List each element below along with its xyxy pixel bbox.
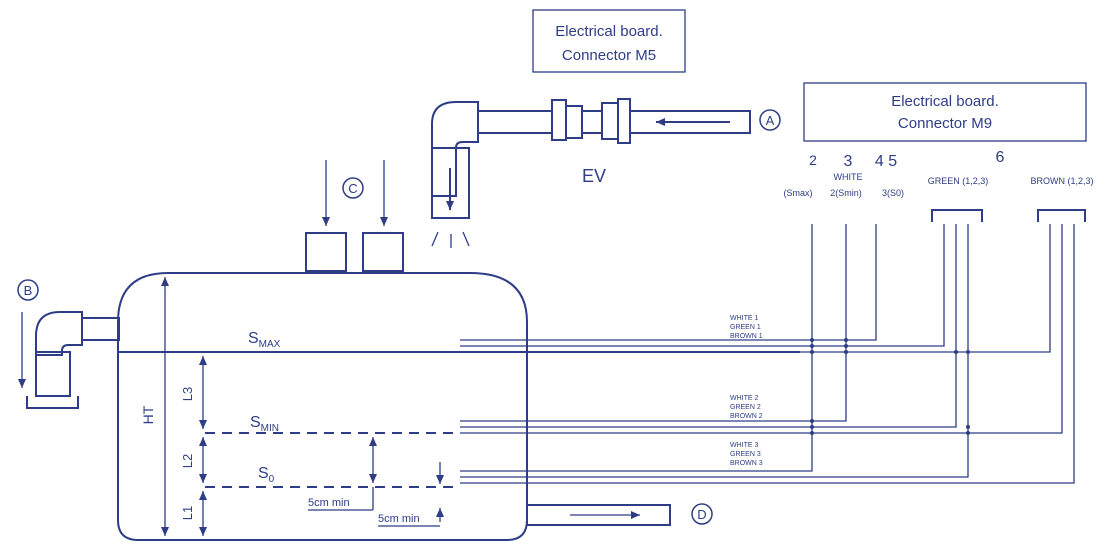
l3-label: L3 (180, 387, 195, 401)
smin-label: SMIN (250, 414, 279, 434)
sensor-box-1 (305, 232, 347, 272)
s0-label: S0 (258, 465, 275, 485)
wire-labels-group-1: WHITE 1 GREEN 1 BROWN 1 (730, 315, 763, 340)
pin-6-number: 6 (996, 149, 1005, 166)
dimension-l2: L2 (180, 437, 207, 483)
brown-terminal (1037, 209, 1086, 222)
dimension-l3: L3 (180, 356, 207, 429)
wiring (460, 209, 1086, 484)
dimension-ht: HT (140, 277, 169, 536)
pin-45-number: 4 5 (875, 153, 897, 170)
gap2-label: 5cm min (378, 513, 420, 525)
marker-c-label: C (348, 181, 357, 196)
white-label: WHITE (834, 172, 863, 182)
wire-labels-group-3: WHITE 3 GREEN 3 BROWN 3 (730, 442, 763, 467)
marker-b: B (17, 279, 39, 388)
outlet-pipe: D (526, 503, 713, 526)
marker-d-label: D (697, 507, 706, 522)
wire-label: BROWN 3 (730, 460, 763, 467)
sensor-box-2 (362, 232, 404, 272)
connector-m9-line2: Connector M9 (898, 115, 992, 132)
green-terminal (931, 209, 983, 222)
wire-label: BROWN 2 (730, 413, 763, 420)
tank (117, 272, 800, 541)
marker-b-label: B (24, 283, 33, 298)
marker-a: A (759, 109, 781, 131)
wire-label: WHITE 2 (730, 395, 758, 402)
s0-pin-label: 3(S0) (882, 188, 904, 198)
ht-label: HT (140, 405, 156, 424)
connector-m5-line1: Electrical board. (555, 23, 663, 40)
marker-c: C (305, 160, 404, 272)
wire-label: WHITE 3 (730, 442, 758, 449)
marker-a-label: A (766, 113, 775, 128)
wire-label: GREEN 2 (730, 404, 761, 411)
smax-pin-label: (Smax) (784, 188, 813, 198)
l1-label: L1 (180, 506, 195, 520)
connector-m5-box: Electrical board. Connector M5 (532, 9, 686, 73)
l2-label: L2 (180, 454, 195, 468)
connector-m5-line2: Connector M5 (562, 47, 656, 64)
gap1-label: 5cm min (308, 497, 350, 509)
smax-label: SMAX (248, 330, 281, 350)
valve-label: EV (582, 166, 606, 186)
wire-label: GREEN 3 (730, 451, 761, 458)
green-label: GREEN (1,2,3) (928, 176, 989, 186)
connector-m9-line1: Electrical board. (891, 93, 999, 110)
wire-label: BROWN 1 (730, 333, 763, 340)
wire-labels-group-2: WHITE 2 GREEN 2 BROWN 2 (730, 395, 763, 420)
overflow-pipe (26, 311, 120, 409)
wire-label: GREEN 1 (730, 324, 761, 331)
pin-2-number: 2 (809, 152, 817, 168)
brown-label: BROWN (1,2,3) (1030, 176, 1093, 186)
dimension-l1: L1 (180, 491, 207, 536)
wire-label: WHITE 1 (730, 315, 758, 322)
smin-pin-label: 2(Smin) (830, 188, 862, 198)
dimension-s0-probe: 5cm min (378, 462, 444, 527)
connector-m9-pins: 2 3 4 5 6 WHITE (Smax) 2(Smin) 3(S0) GRE… (784, 149, 1094, 198)
solenoid-valve: EV (551, 98, 631, 186)
pin-3-number: 3 (844, 153, 853, 170)
connector-m9-box: Electrical board. Connector M9 (803, 82, 1087, 142)
dimension-smin-probe: 5cm min (308, 437, 377, 511)
